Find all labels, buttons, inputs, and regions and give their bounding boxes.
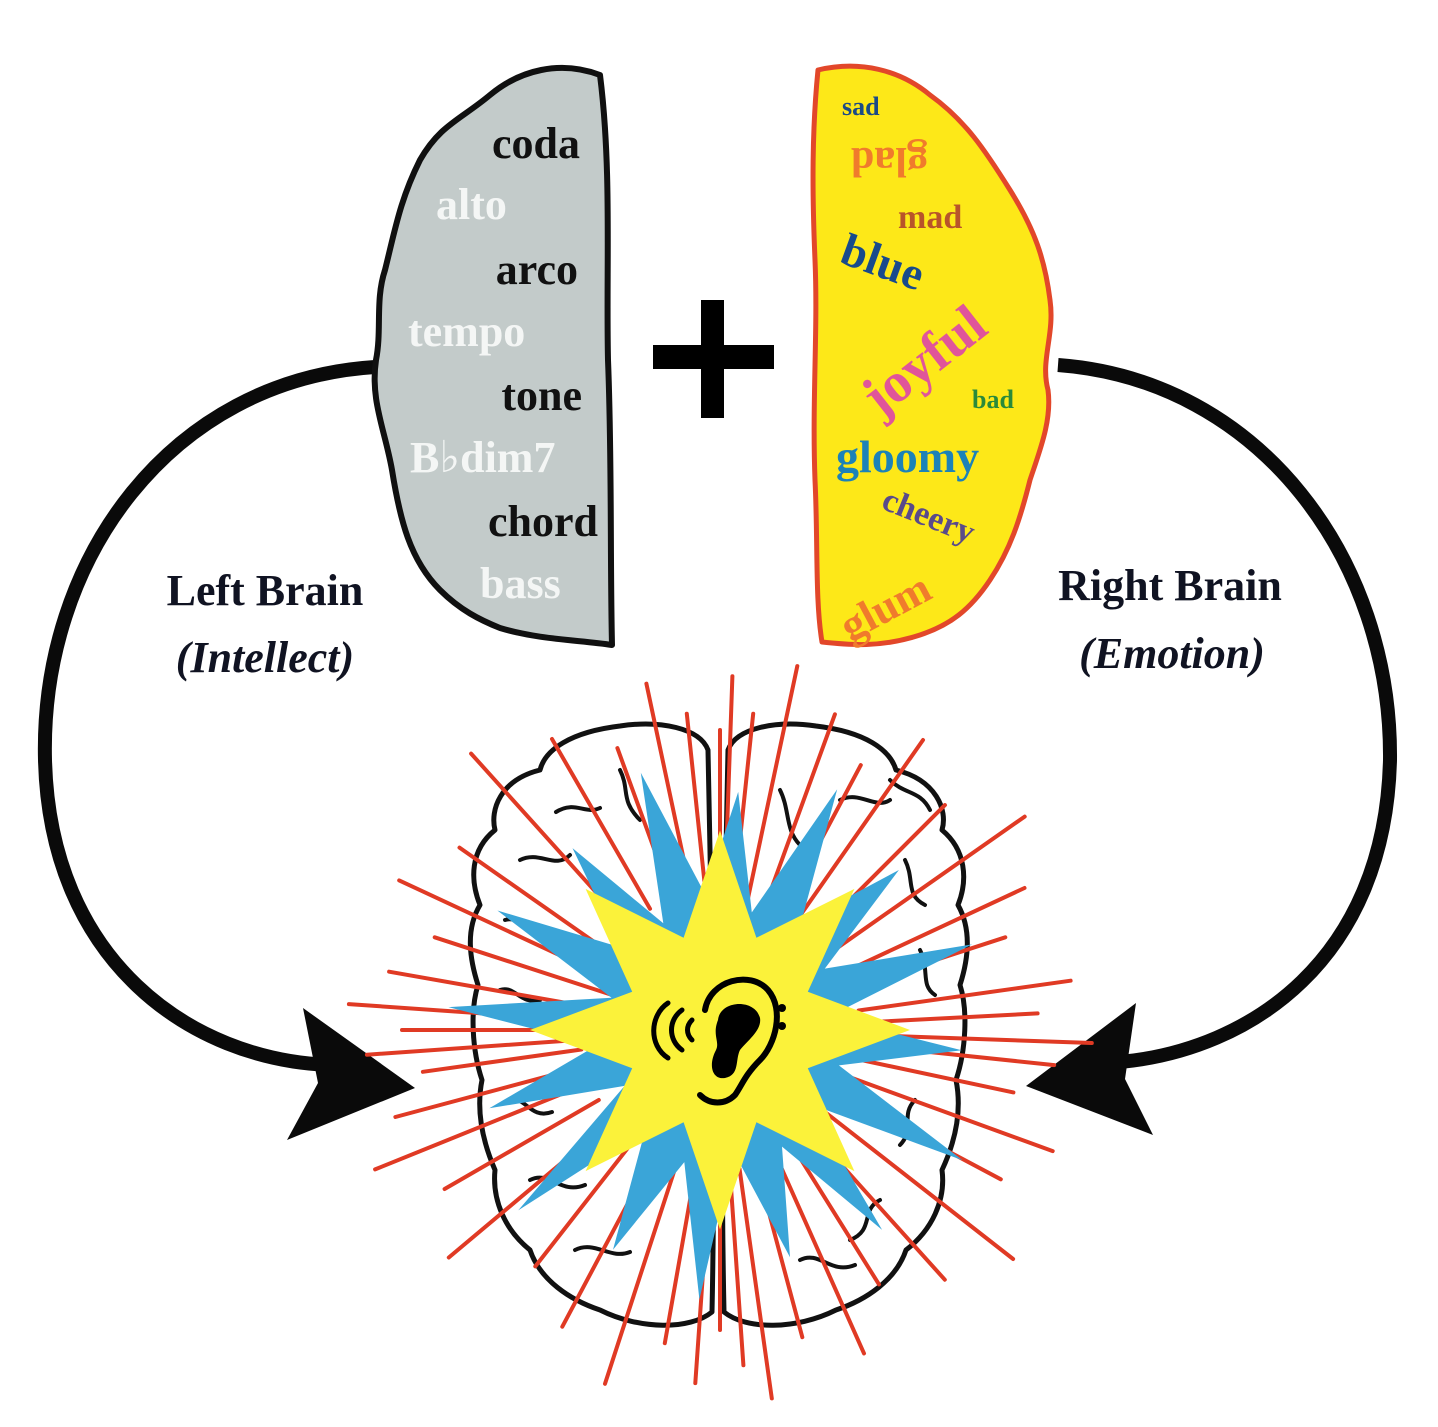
sound-ray bbox=[432, 935, 613, 997]
ear-outline bbox=[697, 976, 780, 1106]
left-word-3: arco bbox=[496, 245, 578, 294]
sound-ray bbox=[603, 1137, 687, 1386]
ear-hearing-icon bbox=[651, 976, 786, 1106]
left-brain-title: Left Brain bbox=[167, 566, 364, 615]
left-word-4: tempo bbox=[408, 307, 525, 356]
sound-wave-icon bbox=[651, 1000, 671, 1061]
right-word-glad: glad bbox=[851, 138, 928, 184]
left-brain-subtitle: (Intellect) bbox=[176, 633, 354, 682]
sound-ray bbox=[550, 737, 652, 911]
plus-icon bbox=[653, 300, 774, 418]
sound-ray bbox=[737, 1166, 774, 1401]
sound-ray bbox=[826, 1067, 1055, 1154]
right-brain-subtitle: (Emotion) bbox=[1079, 629, 1265, 678]
sound-ray bbox=[442, 1098, 601, 1191]
left-word-6: B♭dim7 bbox=[410, 433, 555, 482]
brain-left-lobe bbox=[467, 721, 717, 1328]
right-word-gloomy: gloomy bbox=[836, 431, 979, 482]
left-word-2: alto bbox=[436, 180, 507, 229]
right-arrow bbox=[1026, 358, 1398, 1135]
left-hemisphere-shape bbox=[371, 64, 615, 648]
right-brain-title: Right Brain bbox=[1058, 561, 1282, 610]
sound-ray bbox=[856, 978, 1073, 1013]
sound-ray bbox=[684, 711, 708, 893]
left-arrowhead-icon bbox=[287, 1008, 415, 1140]
left-word-7: chord bbox=[488, 497, 598, 546]
left-word-5: tone bbox=[501, 371, 582, 420]
right-word-mad: mad bbox=[898, 199, 962, 236]
right-hemisphere-shape bbox=[810, 63, 1054, 648]
right-arrowhead-icon bbox=[1026, 1003, 1153, 1135]
left-arrow bbox=[37, 360, 415, 1140]
sound-ray bbox=[792, 1146, 881, 1287]
right-word-sad: sad bbox=[842, 92, 880, 121]
right-word-bad: bad bbox=[972, 385, 1014, 414]
left-word-1: coda bbox=[492, 119, 580, 168]
sound-ray bbox=[420, 1047, 584, 1074]
sound-ray bbox=[832, 814, 1027, 952]
left-word-8: bass bbox=[480, 559, 561, 608]
